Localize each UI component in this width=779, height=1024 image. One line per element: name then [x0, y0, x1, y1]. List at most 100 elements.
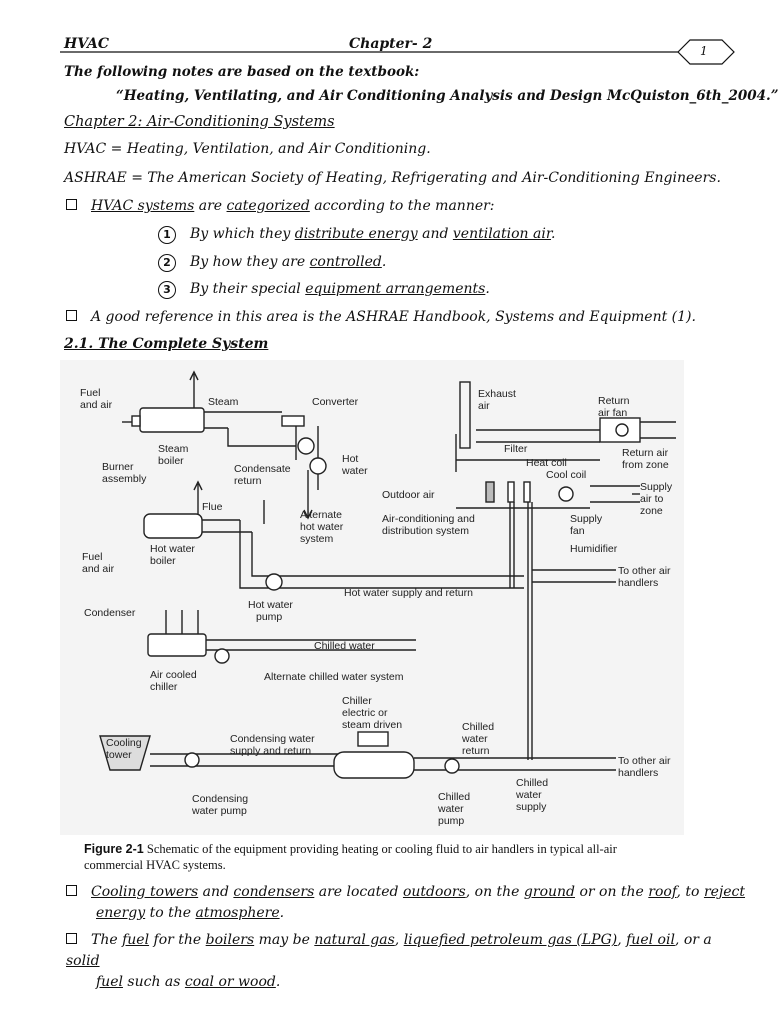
- supply-fan: [558, 486, 574, 502]
- page-number: 1: [700, 44, 708, 58]
- label-heat-coil: Heat coil: [526, 457, 567, 469]
- label-converter: Converter: [312, 396, 359, 408]
- label-hw-supply-return: Hot water supply and return: [344, 587, 473, 599]
- label-hw-boiler-2: boiler: [150, 555, 176, 567]
- label-cooling-tower: Cooling: [106, 737, 142, 749]
- label-pump: pump: [256, 611, 282, 623]
- header-left: HVAC: [64, 36, 110, 52]
- circled-number-icon: 1: [158, 226, 176, 244]
- label-chw-supply: Chilled: [516, 777, 548, 789]
- bullet-ashrae-reference: A good reference in this area is the ASH…: [66, 309, 696, 325]
- label-handlers-2: handlers: [618, 767, 658, 779]
- label-alternate: Alternate: [300, 509, 342, 521]
- label-condensate: Condensate: [234, 463, 291, 475]
- ashrae-definition: ASHRAE = The American Society of Heating…: [64, 170, 721, 186]
- label-outdoor-air: Outdoor air: [382, 489, 435, 501]
- label-flue: Flue: [202, 501, 223, 513]
- converter: [281, 415, 305, 427]
- air-cooled-chiller: [147, 633, 207, 657]
- circled-number-icon: 3: [158, 281, 176, 299]
- label-supply: Supply: [640, 481, 673, 493]
- label-condensate-2: return: [234, 475, 262, 487]
- label-fuel-2: Fuel: [82, 551, 102, 563]
- intro-line: The following notes are based on the tex…: [64, 64, 420, 80]
- label-cond-water: Condensing water: [230, 733, 315, 745]
- label-other-air: To other air: [618, 565, 671, 577]
- label-supply-fan-2: fan: [570, 525, 585, 537]
- label-steam-boiler: Steam: [158, 443, 189, 455]
- label-zone: zone: [640, 505, 663, 517]
- label-cond-water-2: supply and return: [230, 745, 311, 757]
- hot-water-boiler: [143, 513, 203, 539]
- checkbox-bullet-icon: [66, 309, 77, 321]
- label-chiller-3: steam driven: [342, 719, 402, 731]
- label-chw-return-2: water: [461, 733, 488, 745]
- label-humidifier: Humidifier: [570, 543, 618, 555]
- label-system: system: [300, 533, 334, 545]
- label-return: Return: [598, 395, 630, 407]
- label-ac-dist: Air-conditioning and: [382, 513, 475, 525]
- label-air-to: air to: [640, 493, 664, 505]
- circled-number-icon: 2: [158, 254, 176, 272]
- label-condenser: Condenser: [84, 607, 136, 619]
- label-cond-pump-2: water pump: [191, 805, 247, 817]
- header-chapter: Chapter- 2: [349, 36, 433, 52]
- bullet-cooling-towers: Cooling towers and condensers are locate…: [66, 882, 746, 924]
- label-chiller-2: electric or: [342, 707, 388, 719]
- label-burner-2: assembly: [102, 473, 147, 485]
- label-exhaust-air: air: [478, 400, 490, 412]
- label-other-air-2: To other air: [618, 755, 671, 767]
- label-chw-return-3: return: [462, 745, 490, 757]
- checkbox-bullet-icon: [66, 198, 77, 210]
- chapter-title: Chapter 2: Air-Conditioning Systems: [64, 114, 335, 130]
- label-chw-supply-3: supply: [516, 801, 547, 813]
- label-from-zone: from zone: [622, 459, 669, 471]
- label-chilled-water: Chilled water: [314, 640, 375, 652]
- page-number-badge: [677, 39, 735, 65]
- label-chiller-1: Chiller: [342, 695, 372, 707]
- chiller: [333, 751, 415, 779]
- label-chiller: chiller: [150, 681, 178, 693]
- label-hot-water: hot water: [300, 521, 344, 533]
- label-hot: Hot: [342, 453, 358, 465]
- label-exhaust: Exhaust: [478, 388, 516, 400]
- label-fuel: Fuel: [80, 387, 100, 399]
- bullet-categorized: HVAC systems are categorized according t…: [66, 198, 495, 214]
- label-cond-pump: Condensing: [192, 793, 248, 805]
- label-air-cooled: Air cooled: [150, 669, 197, 681]
- section-title: 2.1. The Complete System: [64, 336, 269, 352]
- label-chw-pump-2: water: [437, 803, 464, 815]
- label-ac-dist-2: distribution system: [382, 525, 469, 537]
- label-hw-pump: Hot water: [248, 599, 293, 611]
- label-chw-pump: Chilled: [438, 791, 470, 803]
- header-rule: [60, 39, 735, 65]
- label-chw-pump-3: pump: [438, 815, 464, 827]
- hvac-schematic-figure: Fuel and air Steam Converter Steam boile…: [60, 360, 684, 835]
- label-water: water: [341, 465, 368, 477]
- steam-boiler: [139, 407, 205, 433]
- label-chw-supply-2: water: [515, 789, 542, 801]
- label-chw-return: Chilled: [462, 721, 494, 733]
- textbook-reference: “Heating, Ventilating, and Air Condition…: [116, 88, 779, 104]
- cooling-tower: [99, 735, 151, 771]
- figure-caption: Figure 2-1 Schematic of the equipment pr…: [84, 842, 617, 872]
- label-cool-coil: Cool coil: [546, 469, 586, 481]
- label-burner: Burner: [102, 461, 134, 473]
- label-steam: Steam: [208, 396, 239, 408]
- label-alt-chilled: Alternate chilled water system: [264, 671, 404, 683]
- label-hw-boiler: Hot water: [150, 543, 195, 555]
- checkbox-bullet-icon: [66, 932, 77, 944]
- label-return-air: Return air: [622, 447, 669, 459]
- label-air-fan: air fan: [598, 407, 627, 419]
- bullet-boiler-fuel: The fuel for the boilers may be natural …: [66, 932, 712, 990]
- label-supply-fan: Supply: [570, 513, 603, 525]
- label-filter: Filter: [504, 443, 528, 455]
- hvac-definition: HVAC = Heating, Ventilation, and Air Con…: [64, 141, 431, 157]
- label-and-air-2: and air: [82, 563, 115, 575]
- label-steam-boiler-2: boiler: [158, 455, 184, 467]
- checkbox-bullet-icon: [66, 884, 77, 896]
- label-cooling-tower-2: tower: [106, 749, 132, 761]
